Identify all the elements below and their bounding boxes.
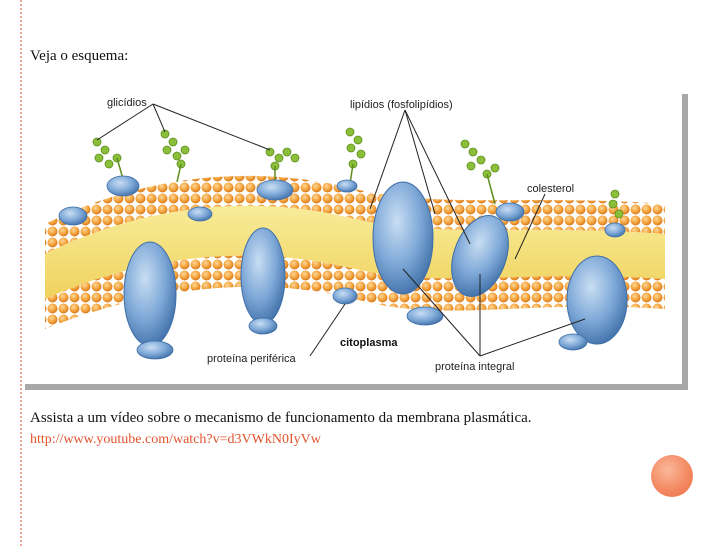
leader-lines (96, 103, 586, 357)
peripheral-proteins-top (58, 175, 626, 238)
label-glicidios: glicídios (107, 97, 147, 109)
video-description: Assista a um vídeo sobre o mecanismo de … (30, 410, 532, 426)
video-link[interactable]: http://www.youtube.com/watch?v=d3VWkN0Iy… (30, 432, 321, 447)
intro-text: Veja o esquema: (30, 48, 129, 64)
label-citoplasma: citoplasma (340, 337, 398, 349)
membrane-illustration: glicídios lipídios (fosfolipídios) coles… (45, 97, 665, 373)
label-lipidios: lipídios (fosfolipídios) (350, 99, 453, 111)
label-proteina-periferica: proteína periférica (207, 353, 297, 365)
peripheral-proteins-bottom (136, 287, 588, 360)
label-colesterol: colesterol (527, 183, 574, 195)
membrane-diagram: glicídios lipídios (fosfolipídios) coles… (25, 94, 688, 390)
decorative-orange-circle (651, 455, 693, 497)
label-proteina-integral: proteína integral (435, 361, 515, 373)
body-text-block: Assista a um vídeo sobre o mecanismo de … (30, 408, 650, 450)
glycan-chains (92, 127, 624, 219)
slide-margin-line (20, 0, 22, 546)
